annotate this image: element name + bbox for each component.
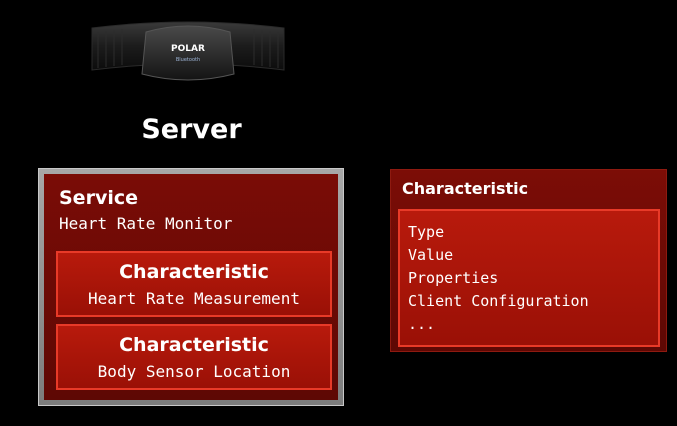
device-brand: POLAR [171, 44, 205, 54]
characteristic-box: Characteristic Heart Rate Measurement [56, 251, 332, 317]
field-client-configuration: Client Configuration [408, 292, 589, 310]
characteristic-label: Characteristic [119, 334, 269, 356]
field-value: Value [408, 246, 454, 264]
server-title: Server [141, 114, 242, 145]
device-badge: Bluetooth [176, 57, 200, 63]
characteristic-fields-box: Type Value Properties Client Configurati… [398, 209, 660, 347]
service-box: Service Heart Rate Monitor Characteristi… [38, 168, 344, 406]
characteristic-name: Body Sensor Location [97, 362, 291, 381]
service-label: Service [59, 187, 138, 209]
field-properties: Properties [408, 269, 499, 287]
characteristic-detail-panel: Characteristic Type Value Properties Cli… [390, 169, 667, 352]
characteristic-box: Characteristic Body Sensor Location [56, 324, 332, 390]
heart-rate-strap-icon: POLAR Bluetooth [91, 21, 285, 81]
characteristic-name: Heart Rate Measurement [88, 289, 300, 308]
field-ellipsis: ... [408, 315, 436, 333]
characteristic-detail-title: Characteristic [402, 179, 529, 198]
service-panel: Service Heart Rate Monitor Characteristi… [44, 174, 338, 400]
field-type: Type [408, 223, 445, 241]
characteristic-field-list: Type Value Properties Client Configurati… [408, 221, 589, 336]
service-name: Heart Rate Monitor [59, 214, 233, 233]
characteristic-label: Characteristic [119, 261, 269, 283]
